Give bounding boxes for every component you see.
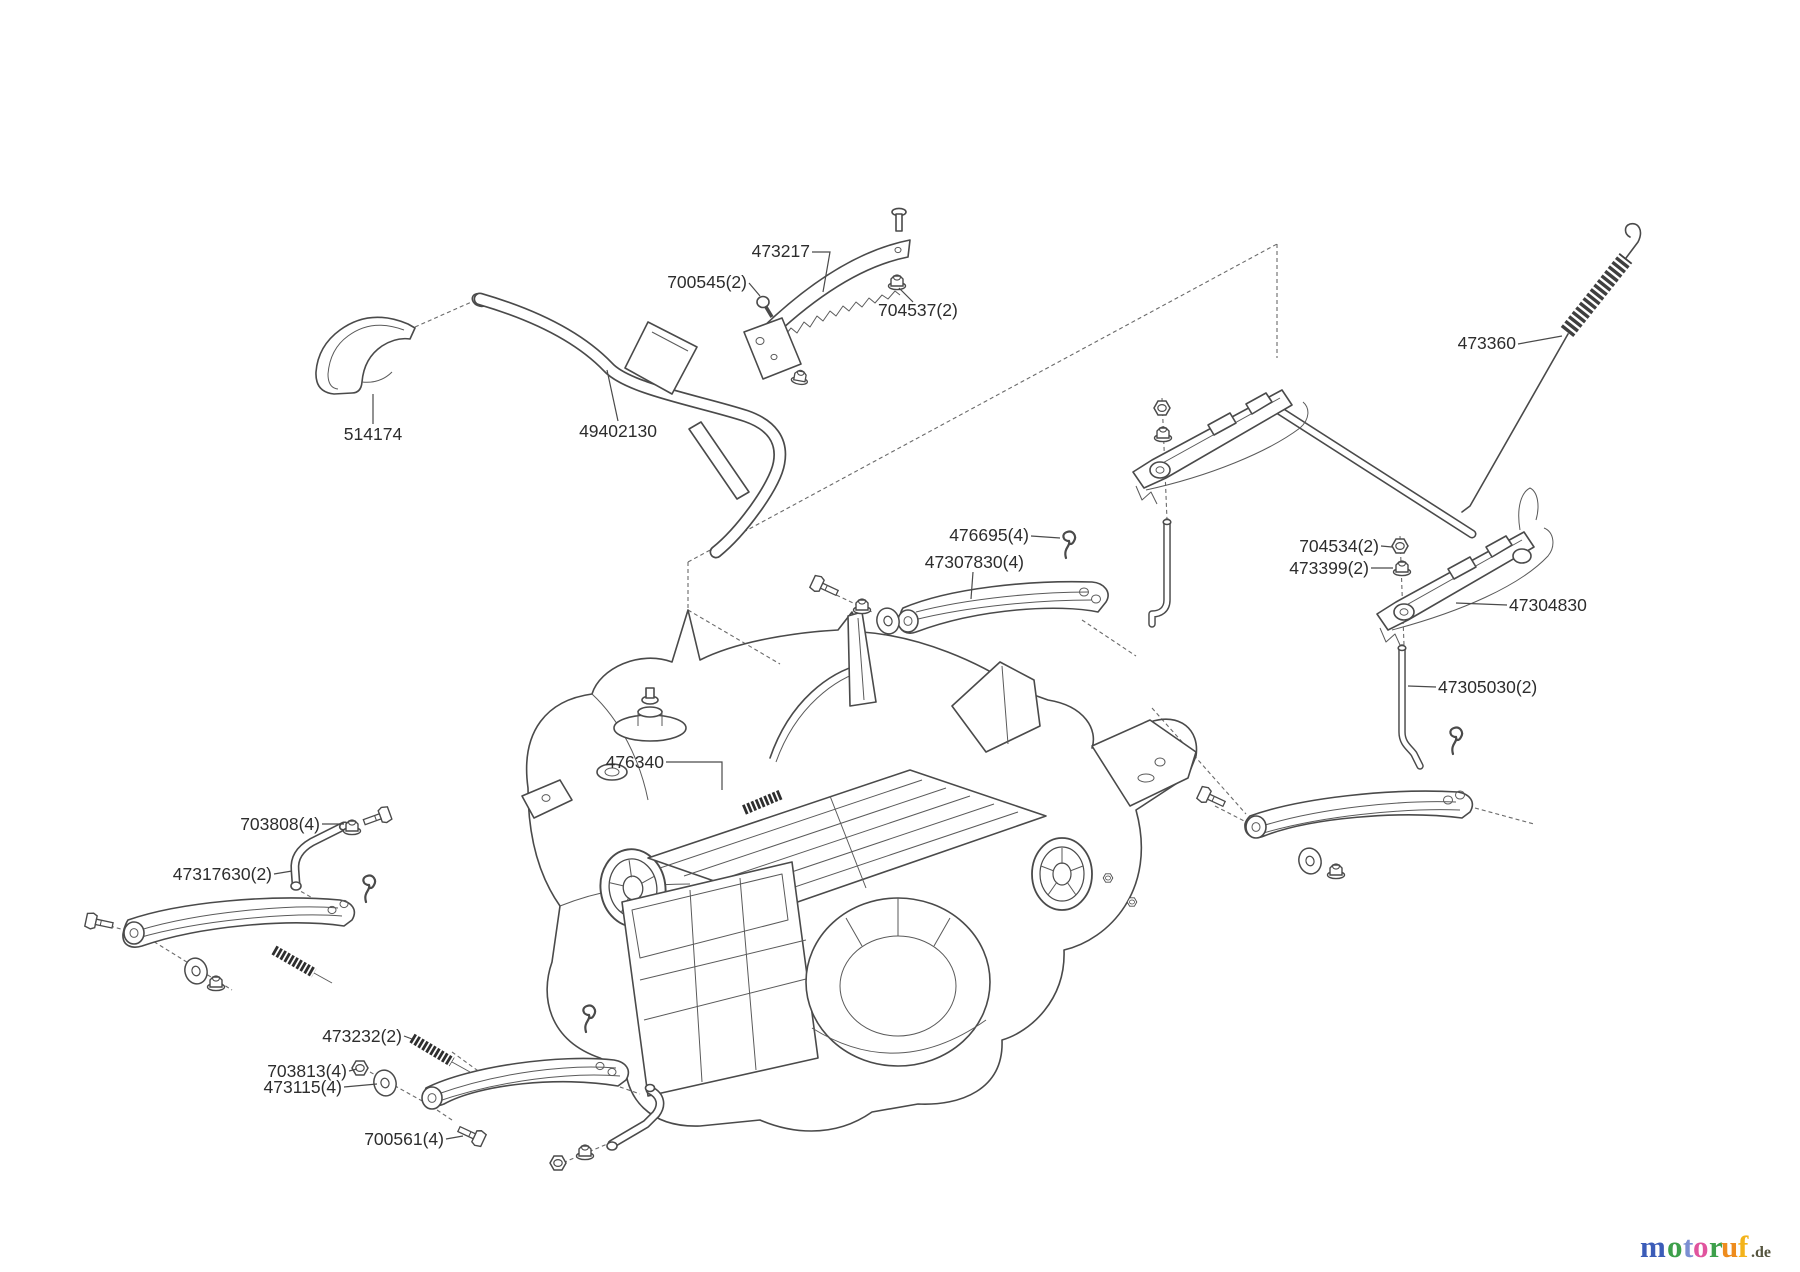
logo-letter-t: t [1683,1229,1694,1264]
hairpin-left [362,874,377,904]
part-label-473399: 473399(2) [1289,558,1369,578]
washer-right-arm [1295,844,1325,878]
bagger-box [621,861,819,1097]
logo-letter-o1: o [1667,1229,1683,1264]
bolt-704537 [891,207,907,232]
part-label-704537: 704537(2) [878,300,958,320]
plate-end-bracket [743,317,802,380]
mower-deck-housing [521,609,1198,1132]
rear-fin [847,611,877,707]
screw-700545 [756,295,774,318]
logo-letter-f: f [1738,1229,1749,1264]
bolt-center-arm [808,573,842,601]
spring-473232 [409,1033,455,1067]
spring-rod-473360 [1461,222,1642,513]
part-label-476695: 476695(4) [949,525,1029,545]
nut-top-a [1153,400,1171,416]
part-label-473360: 473360 [1458,333,1517,353]
washer-left-arm [181,954,211,988]
elbow-link-bottom [606,1083,665,1151]
hairpin-476695 [1062,530,1077,560]
handlebar-plate [624,321,698,395]
plate-wing-nut [790,368,810,387]
nut-473399 [1392,560,1412,577]
lever-arm-right [1195,784,1474,880]
handlebar-brace [688,421,750,500]
spindle-cap [613,687,687,742]
part-label-47317630: 47317630(2) [173,864,272,884]
rail-bracket-47304830 [1376,487,1554,770]
logo-letter-o2: o [1693,1229,1709,1264]
rail-bracket-upper [1132,389,1477,628]
flange-nut-a [1153,426,1173,443]
part-label-473217: 473217 [752,241,810,261]
bolt-right-arm [1195,784,1229,812]
right-flange [1091,719,1197,807]
toothed-plate-473217 [743,207,911,387]
hairpin-bottom [582,1004,597,1034]
lever-arm-47307830 [808,530,1109,638]
nut-704537 [887,274,907,291]
logo-letter-r: r [1709,1229,1723,1264]
front-left-bracket [521,779,573,819]
discharge-dome [805,897,991,1067]
part-label-703808: 703808(4) [240,814,320,834]
bolt-703808 [360,804,394,831]
logo-letter-m: m [1640,1229,1666,1264]
part-label-476340: 476340 [606,752,665,772]
part-label-703813: 703813(4) [267,1061,347,1081]
motoruf-logo: m o t o r u f .de [1640,1229,1771,1264]
deck-spring [742,789,784,815]
lever-arm-left [83,804,394,992]
grip-514174 [315,292,489,395]
nut-center-arm [852,598,872,615]
bolt-left-arm [83,911,115,934]
lever-arm-bottom [351,1004,665,1171]
spring-left-arm [271,945,317,978]
nut-704534 [1391,538,1409,554]
washer-473115 [370,1066,400,1100]
part-label-700545: 700545(2) [667,272,747,292]
part-label-700561: 700561(4) [364,1129,444,1149]
logo-letter-u: u [1721,1229,1738,1264]
oil-plug [596,763,628,781]
part-label-473232: 473232(2) [322,1026,402,1046]
handlebar-49402130 [473,292,787,559]
nut-703813 [351,1060,369,1076]
leader-lines [273,251,1563,1140]
part-label-47307830: 47307830(4) [925,552,1024,572]
nut-right-arm [1326,863,1346,880]
part-label-473115: 473115(4) [264,1077,343,1097]
washer-center-arm [873,604,903,638]
nut-bottom-2 [549,1155,567,1171]
logo-suffix: .de [1751,1244,1771,1261]
part-label-514174: 514174 [344,424,403,444]
part-label-704534: 704534(2) [1299,536,1379,556]
nut-left-arm [206,975,226,992]
part-labels: 473217 700545(2) 704537(2) 473360 514174… [173,241,1587,1149]
link-rod-47305030 [1397,644,1424,770]
part-label-47305030: 47305030(2) [1438,677,1537,697]
part-label-49402130: 49402130 [579,421,657,441]
hairpin-cotter-right [1449,726,1464,756]
tower-bracket [951,661,1041,753]
part-label-47304830: 47304830 [1509,595,1587,615]
bolt-700561 [454,1121,488,1149]
nut-bottom-1 [575,1144,595,1161]
right-wheel [1031,837,1093,911]
